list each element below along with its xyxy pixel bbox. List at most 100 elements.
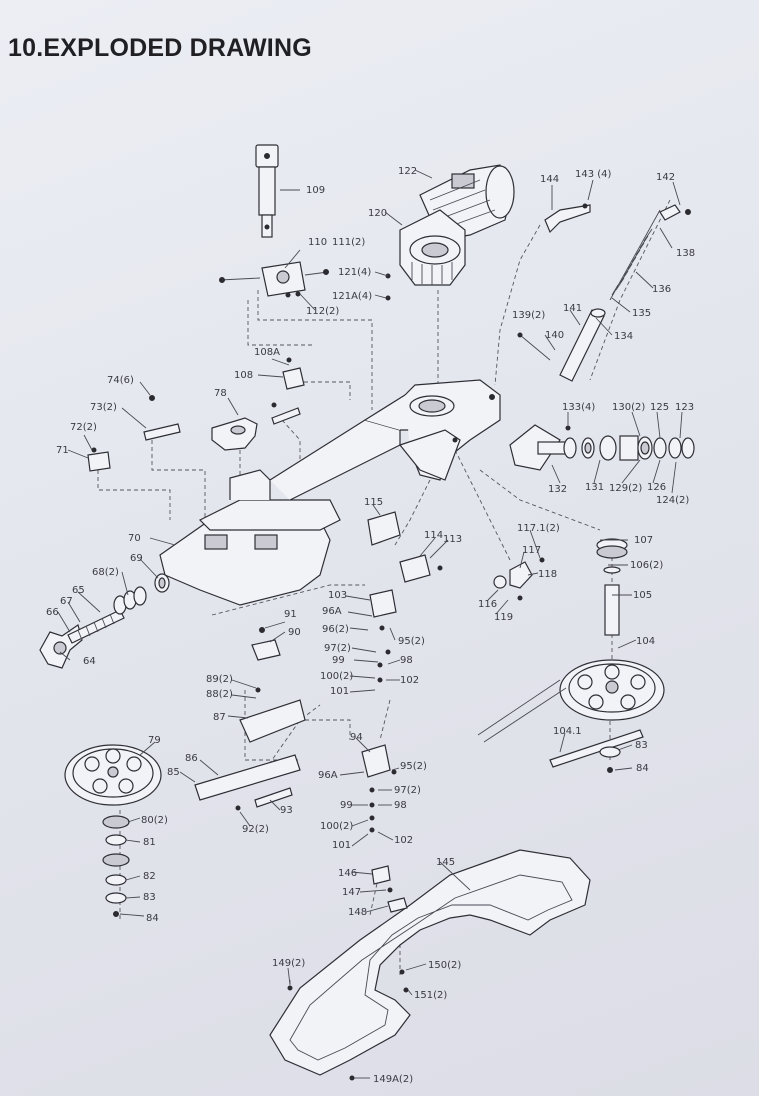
label-108a: 108A (254, 347, 280, 358)
label-65: 65 (72, 585, 85, 596)
label-148: 148 (348, 907, 367, 918)
page-title: 10.EXPLODED DRAWING (8, 34, 312, 62)
label-71: 71 (56, 445, 69, 456)
label-89: 89(2) (206, 674, 233, 685)
label-117: 117 (522, 545, 541, 556)
label-149a: 149A(2) (373, 1074, 413, 1085)
label-97: 97(2) (324, 643, 351, 654)
tension-assembly (517, 203, 691, 382)
label-145: 145 (436, 857, 455, 868)
label-146: 146 (338, 868, 357, 879)
label-64: 64 (83, 656, 96, 667)
label-132: 132 (548, 484, 567, 495)
vise-parts (194, 589, 397, 833)
label-102: 102 (400, 675, 419, 686)
label-121: 121(4) (338, 267, 371, 278)
label-66: 66 (46, 607, 59, 618)
label-100b: 100(2) (320, 821, 353, 832)
part-labels: 109 122 120 110 111(2) 121(4) 121A(4) 11… (46, 166, 695, 1085)
label-67: 67 (60, 596, 73, 607)
gearbox-120 (385, 209, 466, 301)
label-96ab: 96A (318, 770, 338, 781)
drive-wheel-104 (477, 538, 665, 773)
label-103: 103 (328, 590, 347, 601)
label-144: 144 (540, 174, 559, 185)
label-91: 91 (284, 609, 297, 620)
label-114: 114 (424, 530, 443, 541)
label-122: 122 (398, 166, 417, 177)
base-guard-145 (269, 849, 591, 1081)
label-92: 92(2) (242, 824, 269, 835)
label-130: 130(2) (612, 402, 645, 413)
main-frame-70 (159, 379, 501, 606)
leader-lines (57, 169, 683, 1079)
hub-assembly (509, 424, 695, 471)
label-79: 79 (148, 735, 161, 746)
bracket-110 (219, 261, 329, 298)
label-86: 86 (185, 753, 198, 764)
label-94: 94 (350, 732, 363, 743)
label-83b: 83 (143, 892, 156, 903)
label-82: 82 (143, 871, 156, 882)
label-124: 124(2) (656, 495, 689, 506)
label-104: 104 (636, 636, 655, 647)
label-90: 90 (288, 627, 301, 638)
cylinder-109 (255, 144, 279, 238)
label-97b: 97(2) (394, 785, 421, 796)
label-110: 110 (308, 237, 327, 248)
label-117-1: 117.1(2) (517, 523, 560, 534)
label-121a: 121A(4) (332, 291, 372, 302)
label-95: 95(2) (398, 636, 425, 647)
label-140: 140 (545, 330, 564, 341)
label-74: 74(6) (107, 375, 134, 386)
brackets-top-left (87, 357, 305, 472)
leadscrew-assembly (39, 573, 170, 669)
label-119: 119 (494, 612, 513, 623)
label-70: 70 (128, 533, 141, 544)
label-142: 142 (656, 172, 675, 183)
label-81: 81 (143, 837, 156, 848)
label-141: 141 (563, 303, 582, 314)
label-149: 149(2) (272, 958, 305, 969)
label-116: 116 (478, 599, 497, 610)
label-96: 96(2) (322, 624, 349, 635)
label-98: 98 (400, 655, 413, 666)
label-134: 134 (614, 331, 633, 342)
label-105: 105 (633, 590, 652, 601)
center-parts (367, 511, 545, 601)
label-106: 106(2) (630, 560, 663, 571)
label-69: 69 (130, 553, 143, 564)
label-125: 125 (650, 402, 669, 413)
label-131: 131 (585, 482, 604, 493)
label-150: 150(2) (428, 960, 461, 971)
label-87: 87 (213, 712, 226, 723)
label-100: 100(2) (320, 671, 353, 682)
label-99: 99 (332, 655, 345, 666)
label-135: 135 (632, 308, 651, 319)
label-98b: 98 (394, 800, 407, 811)
label-104-1: 104.1 (553, 726, 582, 737)
label-102b: 102 (394, 835, 413, 846)
label-107: 107 (634, 535, 653, 546)
label-126: 126 (647, 482, 666, 493)
label-96a: 96A (322, 606, 342, 617)
label-147: 147 (342, 887, 361, 898)
label-83: 83 (635, 740, 648, 751)
label-112: 112(2) (306, 306, 339, 317)
label-120: 120 (368, 208, 387, 219)
label-85: 85 (167, 767, 180, 778)
label-111: 111(2) (332, 237, 365, 248)
label-109: 109 (306, 185, 325, 196)
label-73: 73(2) (90, 402, 117, 413)
label-84: 84 (636, 763, 649, 774)
label-88: 88(2) (206, 689, 233, 700)
idler-wheel-79 (64, 744, 162, 917)
label-93: 93 (280, 805, 293, 816)
label-95b: 95(2) (400, 761, 427, 772)
label-118: 118 (538, 569, 557, 580)
label-84b: 84 (146, 913, 159, 924)
label-151: 151(2) (414, 990, 447, 1001)
label-101: 101 (330, 686, 349, 697)
label-113: 113 (443, 534, 462, 545)
